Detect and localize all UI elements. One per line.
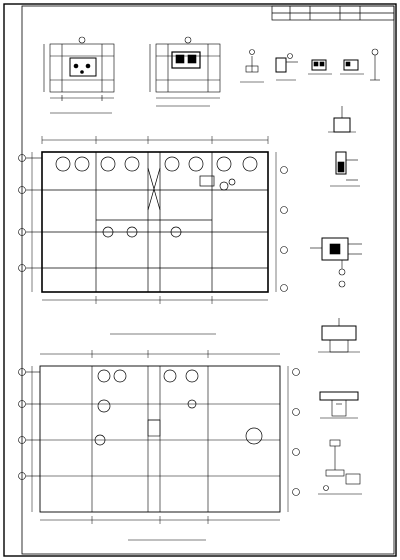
title-block <box>271 5 395 21</box>
detail-plan-1 <box>43 36 115 101</box>
section-details-right-column <box>310 106 362 495</box>
floor-plan-lower <box>18 350 300 524</box>
detail-plan-2 <box>149 36 221 99</box>
floor-plan-upper <box>18 136 288 304</box>
section-details-top-right <box>240 48 380 83</box>
sheet-border <box>3 3 397 557</box>
